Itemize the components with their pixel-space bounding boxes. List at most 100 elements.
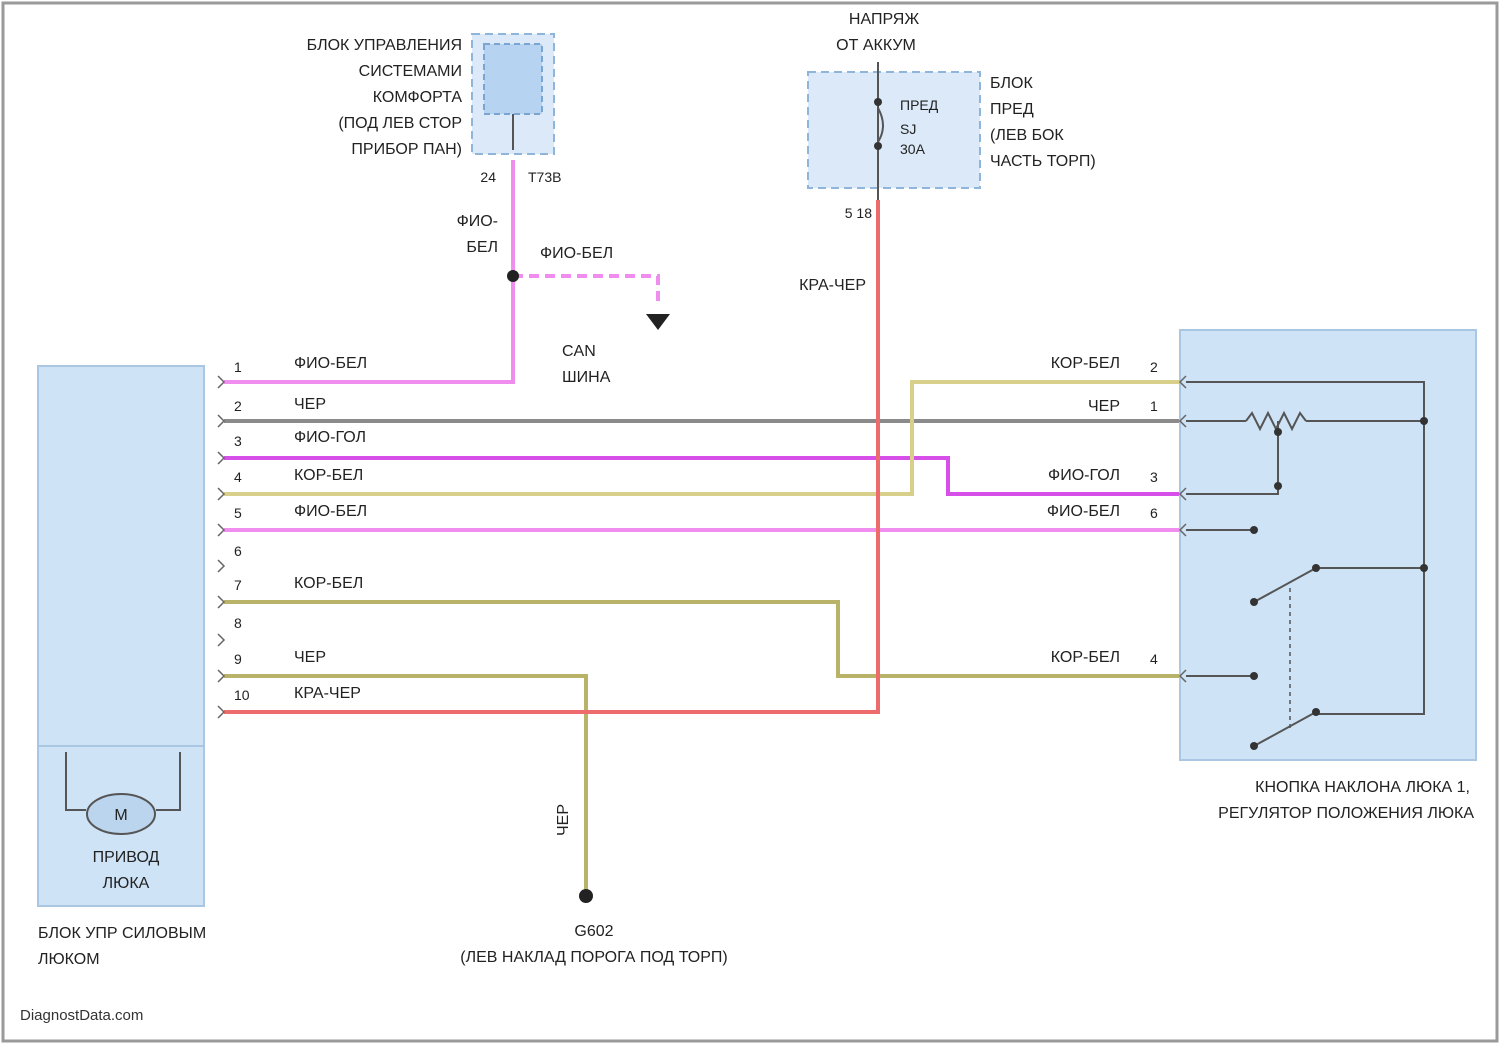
fuse-label-1: ПРЕД <box>900 97 939 113</box>
right-pin-1-wire: ЧЕР <box>1088 398 1120 415</box>
fuse-label-2: SJ <box>900 121 916 137</box>
pin-1-terminal <box>218 376 224 388</box>
fuse-connector: 5 18 <box>845 205 872 221</box>
can-label-1: CAN <box>562 343 596 360</box>
left-pin-5-wire: ФИО-БЕЛ <box>294 503 367 520</box>
right-connector: 2 КОР-БЕЛ 1 ЧЕР 3 ФИО-ГОЛ 6 ФИО-БЕЛ 4 КО… <box>1047 355 1186 682</box>
ground-id: G602 <box>574 923 613 940</box>
switch-node-1 <box>1420 417 1428 425</box>
fuse-terminal-bottom <box>874 142 882 150</box>
comfort-unit-label-5: ПРИБОР ПАН) <box>351 141 462 158</box>
motor-label-2: ЛЮКА <box>103 875 150 892</box>
right-pin-3-num: 3 <box>1150 469 1158 485</box>
comfort-unit-connector: T73B <box>528 169 561 185</box>
comfort-unit-core <box>484 44 542 114</box>
pin-4-terminal <box>218 488 224 500</box>
comfort-unit-pin: 24 <box>480 169 496 185</box>
fuse-label-3: 30A <box>900 141 926 157</box>
left-pin-1-num: 1 <box>234 359 242 375</box>
switch-node-6 <box>1420 564 1428 572</box>
fuse-block-label-1: БЛОК <box>990 75 1033 92</box>
right-pin-6-wire: ФИО-БЕЛ <box>1047 503 1120 520</box>
comfort-wire-label-2: БЕЛ <box>466 239 498 256</box>
switch-node-3 <box>1274 482 1282 490</box>
switch-unit-label-1: КНОПКА НАКЛОНА ЛЮКА 1, <box>1255 779 1470 796</box>
can-label-2: ШИНА <box>562 369 611 386</box>
left-pin-4-num: 4 <box>234 469 242 485</box>
watermark: DiagnostData.com <box>20 1007 143 1024</box>
left-pin-4-wire: КОР-БЕЛ <box>294 467 363 484</box>
fuse-block-outline <box>808 72 980 188</box>
pin-3-terminal <box>218 452 224 464</box>
tilt-switch-unit: КНОПКА НАКЛОНА ЛЮКА 1, РЕГУЛЯТОР ПОЛОЖЕН… <box>1180 330 1476 822</box>
left-pin-8-num: 8 <box>234 615 242 631</box>
left-pin-7-wire: КОР-БЕЛ <box>294 575 363 592</box>
switch-node-10 <box>1250 742 1258 750</box>
left-pin-6: 6 <box>218 543 242 572</box>
fuse-terminal-top <box>874 98 882 106</box>
left-pin-9-wire: ЧЕР <box>294 649 326 666</box>
left-pin-5-num: 5 <box>234 505 242 521</box>
splice-point <box>507 270 519 282</box>
wire-pin1-violet-white <box>224 160 513 382</box>
wire-can-branch <box>513 276 658 306</box>
ground-wire-label: ЧЕР <box>555 804 572 836</box>
left-pin-1-wire: ФИО-БЕЛ <box>294 355 367 372</box>
right-pin-3-wire: ФИО-ГОЛ <box>1048 467 1120 484</box>
switch-node-5 <box>1312 564 1320 572</box>
wire-pin4-brown-white <box>224 382 1180 494</box>
ground-label: (ЛЕВ НАКЛАД ПОРОГА ПОД ТОРП) <box>460 949 727 966</box>
motor-label-1: ПРИВОД <box>93 849 160 866</box>
left-pin-10-wire: КРА-ЧЕР <box>294 685 361 702</box>
motor-symbol: M <box>114 807 127 824</box>
left-pin-10-num: 10 <box>234 687 250 703</box>
can-branch-label: ФИО-БЕЛ <box>540 245 613 262</box>
wire-pin7-brown-white <box>224 602 1180 676</box>
wire-pin9-ground <box>224 676 586 892</box>
fuse-block-label-2: ПРЕД <box>990 101 1034 118</box>
left-pin-7-num: 7 <box>234 577 242 593</box>
sunroof-unit-label-2: ЛЮКОМ <box>38 951 100 968</box>
left-pin-2-wire: ЧЕР <box>294 396 326 413</box>
fuse-wire-label: КРА-ЧЕР <box>799 277 866 294</box>
fuse-block-label-3: (ЛЕВ БОК <box>990 127 1064 144</box>
comfort-unit-label-3: КОМФОРТА <box>373 89 463 106</box>
left-pin-6-num: 6 <box>234 543 242 559</box>
left-connector: 1 ФИО-БЕЛ 2 ЧЕР 3 ФИО-ГОЛ 4 КОР-БЕЛ 5 ФИ… <box>218 355 367 718</box>
right-pin-2-wire: КОР-БЕЛ <box>1051 355 1120 372</box>
pin-6-terminal <box>218 560 224 572</box>
comfort-unit-label-1: БЛОК УПРАВЛЕНИЯ <box>307 37 462 54</box>
comfort-unit-label-4: (ПОД ЛЕВ СТОР <box>338 115 462 132</box>
switch-node-7 <box>1250 598 1258 606</box>
fuse-block: НАПРЯЖ ОТ АККУМ ПРЕД SJ 30A БЛОК ПРЕД (Л… <box>808 11 1096 221</box>
pin-8-terminal <box>218 634 224 646</box>
switch-node-2 <box>1274 428 1282 436</box>
right-pin-6-num: 6 <box>1150 505 1158 521</box>
pin-10-terminal <box>218 706 224 718</box>
pin-5-terminal <box>218 524 224 536</box>
right-pin-4-wire: КОР-БЕЛ <box>1051 649 1120 666</box>
right-pin-1-num: 1 <box>1150 398 1158 414</box>
right-pin-2-num: 2 <box>1150 359 1158 375</box>
battery-label-2: ОТ АККУМ <box>836 37 916 54</box>
pin-2-terminal <box>218 415 224 427</box>
comfort-control-unit: БЛОК УПРАВЛЕНИЯ СИСТЕМАМИ КОМФОРТА (ПОД … <box>307 34 562 185</box>
pin-9-terminal <box>218 670 224 682</box>
left-pin-3-num: 3 <box>234 433 242 449</box>
pin-7-terminal <box>218 596 224 608</box>
wire-pin3-violet-blue <box>224 458 1180 494</box>
comfort-wire-label-1: ФИО- <box>457 213 498 230</box>
ground-dot <box>579 889 593 903</box>
wires <box>224 160 1180 892</box>
left-pin-9-num: 9 <box>234 651 242 667</box>
switch-node-4 <box>1250 526 1258 534</box>
left-pin-8: 8 <box>218 615 242 646</box>
battery-label-1: НАПРЯЖ <box>849 11 919 28</box>
switch-unit-label-2: РЕГУЛЯТОР ПОЛОЖЕНИЯ ЛЮКА <box>1218 805 1474 822</box>
switch-node-9 <box>1312 708 1320 716</box>
sunroof-unit-label-1: БЛОК УПР СИЛОВЫМ <box>38 925 206 942</box>
switch-unit-box <box>1180 330 1476 760</box>
comfort-unit-label-2: СИСТЕМАМИ <box>359 63 462 80</box>
